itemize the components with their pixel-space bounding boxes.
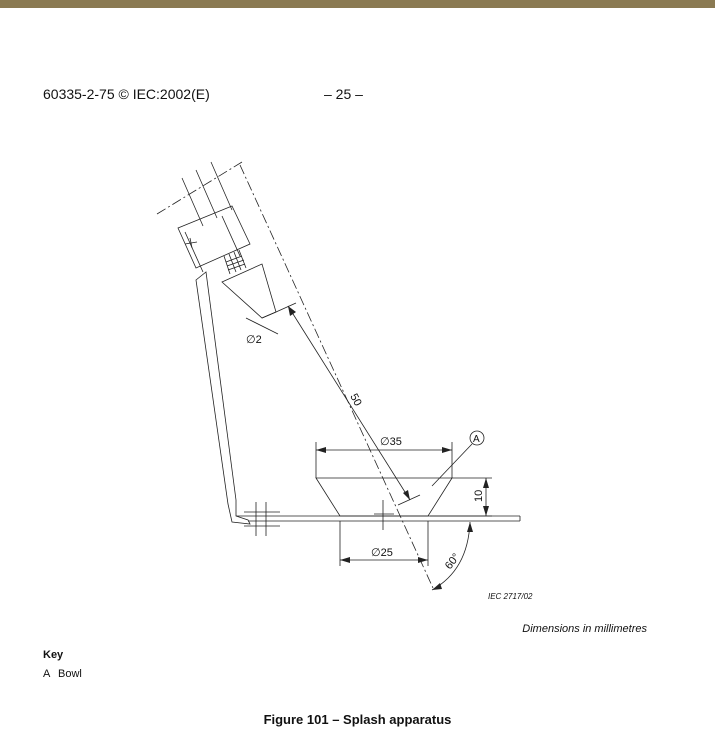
label-callout: A	[473, 434, 480, 445]
arrow	[467, 522, 473, 532]
support-rod	[195, 271, 251, 525]
label-dia-top: ∅35	[380, 436, 402, 448]
thread	[223, 249, 247, 275]
arrow	[288, 306, 296, 316]
nozzle-cone	[221, 263, 277, 319]
upper-centre-line	[156, 161, 243, 215]
dim-50-line	[287, 305, 411, 501]
arrow	[432, 583, 442, 590]
dimensions-note: Dimensions in millimetres	[522, 623, 647, 635]
arrow	[316, 447, 326, 453]
label-dia-bottom: ∅25	[371, 547, 393, 559]
dim-50-ext	[275, 302, 297, 313]
arrow	[442, 447, 452, 453]
clamp	[244, 502, 280, 536]
fitting-mark	[184, 241, 198, 245]
key-item-text: Bowl	[58, 668, 82, 680]
label-dia-nozzle: ∅2	[246, 334, 262, 346]
splash-apparatus-drawing: ∅2 50 ∅35 ∅25 10 60° A	[156, 161, 521, 591]
fitting-line	[221, 215, 241, 257]
label-angle: 60°	[443, 551, 463, 572]
standard-reference: 60335-2-75 © IEC:2002(E)	[43, 86, 210, 102]
arrow	[418, 557, 428, 563]
fitting-line	[181, 177, 204, 227]
dim-50-ext	[397, 494, 421, 506]
arrow	[483, 478, 489, 488]
iec-reference: IEC 2717/02	[488, 592, 533, 601]
top-border	[0, 0, 715, 8]
key-title: Key	[43, 649, 64, 661]
fitting-line	[184, 231, 204, 273]
arrow	[403, 490, 410, 500]
callout-leader	[431, 443, 473, 487]
arrow	[483, 506, 489, 516]
bowl	[315, 477, 453, 517]
label-length: 50	[347, 392, 363, 408]
arrow	[340, 557, 350, 563]
callout-circle	[469, 430, 485, 446]
fitting-line	[195, 169, 218, 219]
nozzle-tip	[261, 311, 277, 319]
fitting-line	[210, 161, 233, 211]
centre-line	[239, 164, 434, 589]
page-number: – 25 –	[324, 86, 363, 102]
fitting-body	[177, 205, 251, 269]
label-height: 10	[473, 490, 485, 502]
key-item: A Bowl	[43, 668, 82, 680]
key-item-letter: A	[43, 668, 51, 680]
dim-2-line	[245, 317, 279, 335]
figure-caption: Figure 101 – Splash apparatus	[263, 712, 452, 727]
